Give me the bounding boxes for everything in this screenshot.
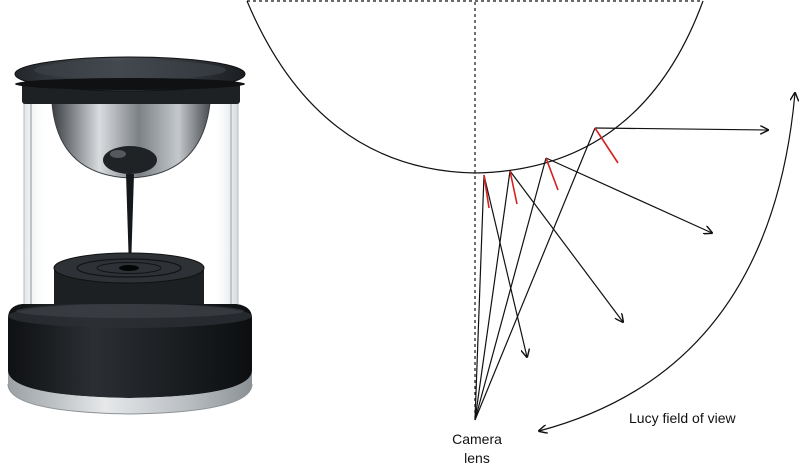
metal-ring (8, 370, 252, 414)
dome-reflection (103, 146, 157, 174)
device-base (8, 304, 252, 398)
reflected-ray-3 (545, 157, 712, 233)
center-spike (126, 174, 134, 268)
incident-ray-1 (474, 174, 485, 421)
normal-mark-4 (594, 127, 619, 164)
reflected-rays (483, 128, 768, 357)
camera-label-line2: lens (464, 450, 490, 466)
device-photo (7, 56, 253, 415)
normal-mark-2 (509, 170, 518, 205)
reflected-ray-4 (594, 128, 768, 130)
lens-opening (119, 265, 139, 271)
normal-mark-1 (483, 174, 490, 209)
incident-ray-2 (474, 170, 511, 421)
camera-label-line1: Camera (452, 431, 502, 447)
mirror-profile-curve (246, 0, 704, 174)
field-of-view-arc (539, 93, 795, 431)
field-of-view-label: Lucy field of view (629, 410, 736, 426)
reflected-ray-1 (483, 174, 527, 357)
optics-diagram (246, 0, 795, 431)
reflected-ray-2 (509, 170, 623, 322)
